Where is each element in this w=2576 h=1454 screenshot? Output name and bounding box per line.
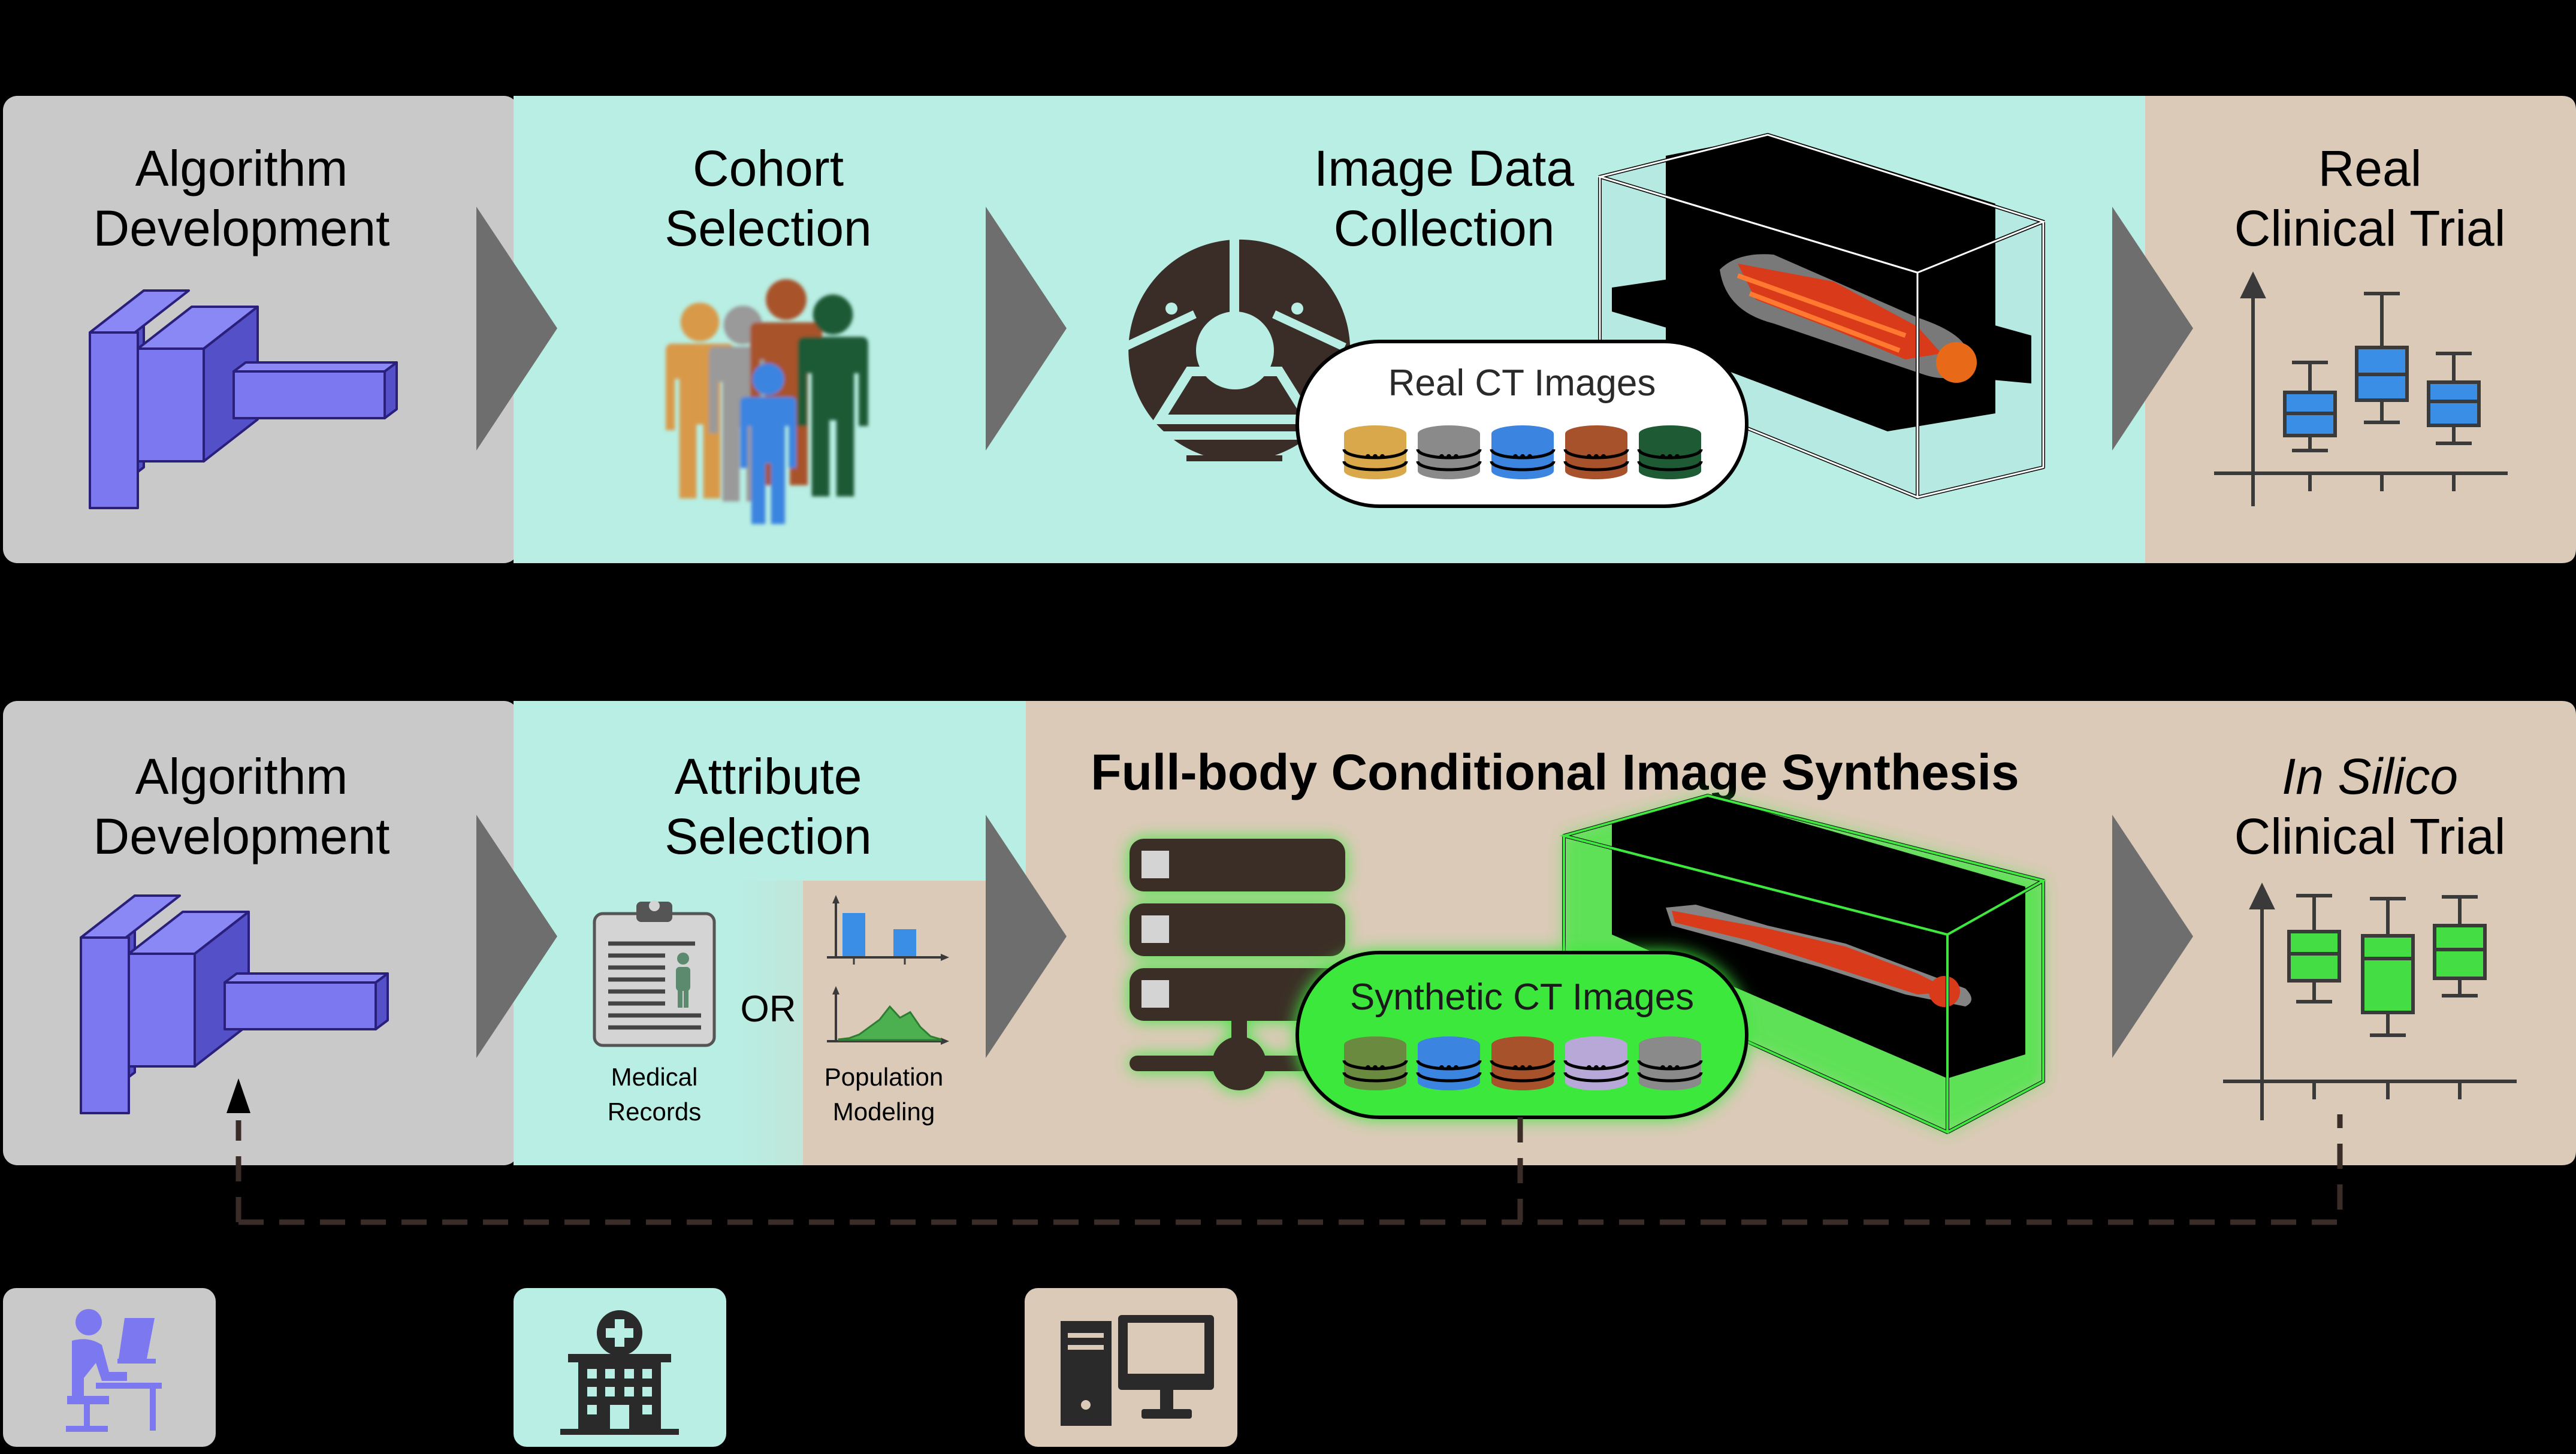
medical-records-label-line2: Records — [608, 1098, 701, 1126]
block-cube-icon — [80, 894, 389, 1114]
database-cylinder-icon — [1344, 1036, 1701, 1090]
server-rack-icon — [1130, 839, 1345, 1090]
row1-cohort-title-line1: Cohort — [693, 140, 844, 197]
row1-arrow-2 — [986, 207, 1067, 451]
density-curve-icon — [827, 986, 949, 1045]
real-ct-images-label: Real CT Images — [1388, 362, 1656, 404]
row2-arrow-2 — [986, 815, 1067, 1058]
row1-algorithm-title-line1: Algorithm — [135, 140, 348, 197]
row1-cohort-title-line2: Selection — [665, 200, 872, 256]
row2-synthetic-workflow: Algorithm Development Attribute Selectio… — [3, 701, 2576, 1165]
boxplot-chart-icon — [2223, 882, 2517, 1120]
feedback-dashed-connector — [235, 1114, 2343, 1225]
density-area-mark — [838, 1005, 942, 1041]
medical-records-label-line1: Medical — [611, 1063, 698, 1091]
real-ct-images-database: Real CT Images — [1295, 340, 1748, 508]
synthesis-title: Full-body Conditional Image Synthesis — [1091, 744, 2019, 800]
boxplot-chart-icon — [2214, 271, 2508, 506]
synthetic-ct-images-label: Synthetic CT Images — [1350, 977, 1694, 1018]
row2-trial-title-line1: In Silico — [2282, 748, 2458, 805]
bar-mark-0 — [842, 913, 865, 956]
database-cylinder-icon — [1344, 425, 1701, 479]
row1-trial-title-line1: Real — [2318, 140, 2422, 197]
bar-mark-1 — [893, 929, 916, 956]
row1-image-title-line1: Image Data — [1314, 140, 1575, 197]
row1-arrow-1 — [476, 207, 557, 451]
row1-algorithm-title-line2: Development — [93, 200, 390, 256]
row2-trial-title-line2: Clinical Trial — [2234, 808, 2506, 864]
row2-arrow-3 — [2112, 815, 2193, 1058]
or-label: OR — [741, 989, 796, 1030]
row1-real-workflow: Algorithm Development Cohort Selection I… — [3, 96, 2576, 563]
synthetic-ct-images-database: Synthetic CT Images — [1295, 951, 1748, 1119]
row2-algorithm-title-line2: Development — [93, 808, 390, 864]
block-cube-icon — [89, 289, 398, 509]
ct-volume-body-icon — [1559, 794, 2047, 1135]
row2-attribute-title-line2: Selection — [665, 808, 872, 864]
population-modeling-label-line1: Population — [825, 1063, 944, 1091]
developer-tile — [3, 1288, 216, 1447]
computer-workstation-icon — [1061, 1315, 1214, 1426]
row1-image-title-line2: Collection — [1334, 200, 1555, 256]
developer-at-desk-icon — [66, 1309, 162, 1432]
ct-scanner-icon — [1122, 228, 1351, 461]
population-modeling-label-line2: Modeling — [833, 1098, 935, 1126]
row2-algorithm-title-line1: Algorithm — [135, 748, 348, 805]
feedback-arrowhead — [227, 1078, 250, 1113]
row2-attribute-title-line1: Attribute — [675, 748, 862, 805]
medical-record-clipboard-icon — [593, 900, 716, 1047]
row1-trial-title-line2: Clinical Trial — [2234, 200, 2506, 256]
bar-chart-icon — [827, 895, 949, 965]
row1-arrow-3 — [2112, 207, 2193, 451]
legend-icons — [3, 1288, 1237, 1447]
row2-arrow-1 — [476, 815, 557, 1058]
hospital-icon — [560, 1310, 679, 1435]
